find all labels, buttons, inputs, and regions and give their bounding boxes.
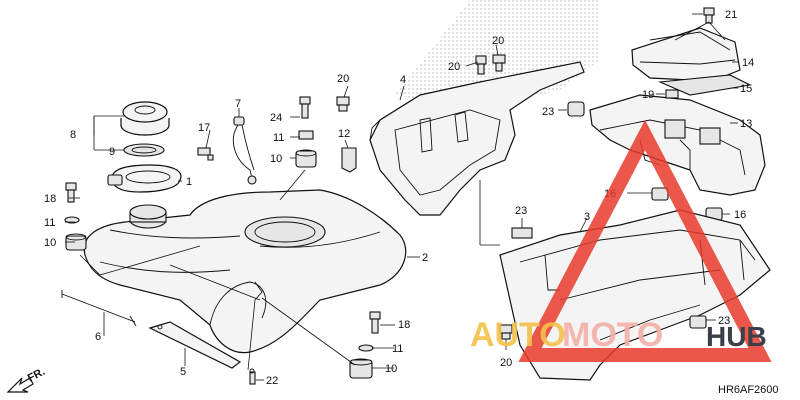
callout-19: 19 bbox=[642, 89, 654, 101]
arrow-icon bbox=[6, 377, 34, 393]
filler-ring[interactable] bbox=[107, 164, 182, 193]
collar-11-lower[interactable] bbox=[358, 344, 374, 352]
bolt-20-left[interactable] bbox=[336, 96, 350, 112]
callout-10-lower: 10 bbox=[385, 363, 397, 375]
callout-14: 14 bbox=[742, 57, 754, 69]
bolt-19[interactable] bbox=[665, 89, 679, 99]
watermark-triangle-icon bbox=[518, 119, 772, 362]
cap-seal[interactable] bbox=[123, 143, 165, 157]
callout-20-b: 20 bbox=[492, 35, 504, 47]
callout-1: 1 bbox=[186, 176, 192, 188]
callout-23-lower: 23 bbox=[718, 315, 730, 327]
grommet-23-top[interactable] bbox=[567, 101, 585, 117]
grommet-16-a[interactable] bbox=[651, 187, 669, 201]
callout-20-lower: 20 bbox=[500, 357, 512, 369]
grommet-23-mid[interactable] bbox=[511, 227, 533, 239]
callout-2: 2 bbox=[422, 252, 428, 264]
collar-11-left[interactable] bbox=[64, 216, 80, 224]
callout-5: 5 bbox=[180, 366, 186, 378]
callout-24: 24 bbox=[270, 112, 282, 124]
leader-lines bbox=[65, 13, 738, 381]
callout-17: 17 bbox=[198, 122, 210, 134]
grommet-10-lower[interactable] bbox=[349, 358, 373, 379]
callout-7: 7 bbox=[235, 98, 241, 110]
grommet-23-lower[interactable] bbox=[689, 315, 707, 329]
grommet-10-left[interactable] bbox=[65, 233, 87, 251]
bolt-20-lower[interactable] bbox=[499, 324, 513, 340]
strap-5[interactable] bbox=[148, 321, 242, 369]
callout-10-left: 10 bbox=[44, 237, 56, 249]
bolt-21[interactable] bbox=[703, 7, 715, 24]
callout-9: 9 bbox=[109, 146, 115, 158]
bolt-24[interactable] bbox=[299, 96, 311, 119]
callout-11-center: 11 bbox=[273, 132, 284, 144]
grommet-10-center[interactable] bbox=[295, 149, 317, 168]
callout-11-left: 11 bbox=[44, 217, 55, 229]
callout-18-lower: 18 bbox=[398, 319, 410, 331]
fuel-tank[interactable] bbox=[83, 189, 407, 354]
callout-22: 22 bbox=[266, 375, 278, 387]
callout-4: 4 bbox=[400, 74, 406, 86]
front-direction-indicator: FR. bbox=[6, 366, 47, 393]
box-13[interactable] bbox=[589, 94, 766, 196]
callout-11-lower: 11 bbox=[392, 343, 403, 355]
watermark-auto: AUTO bbox=[470, 316, 566, 354]
callout-10-center: 10 bbox=[270, 153, 282, 165]
bolt-18-lower[interactable] bbox=[369, 311, 381, 334]
bolt-18-left[interactable] bbox=[65, 182, 77, 203]
bolt-20-b[interactable] bbox=[492, 54, 506, 72]
cover-14[interactable] bbox=[631, 27, 741, 81]
direction-label: FR. bbox=[26, 366, 47, 385]
diagram-code: HR6AF2600 bbox=[718, 384, 779, 396]
collar-11-center[interactable] bbox=[298, 130, 314, 140]
watermark-hub: HUB bbox=[706, 321, 767, 352]
callout-18-left: 18 bbox=[44, 193, 56, 205]
gasket-15[interactable] bbox=[657, 74, 752, 96]
callout-23-mid: 23 bbox=[515, 205, 527, 217]
callout-13: 13 bbox=[740, 118, 752, 130]
callout-15: 15 bbox=[740, 83, 752, 95]
callout-8: 8 bbox=[70, 129, 76, 141]
clip-12[interactable] bbox=[341, 147, 357, 173]
watermark-moto: MOTO bbox=[562, 316, 663, 354]
rod-6[interactable] bbox=[61, 290, 137, 327]
bolt-20-a[interactable] bbox=[475, 55, 487, 75]
callout-16-b: 16 bbox=[734, 209, 746, 221]
bolt-17[interactable] bbox=[197, 147, 214, 161]
callout-20-a: 20 bbox=[448, 61, 460, 73]
callout-3: 3 bbox=[584, 211, 590, 223]
clip-22[interactable] bbox=[249, 368, 256, 385]
watermark: AUTO MOTO HUB bbox=[470, 119, 772, 362]
fuel-cap[interactable] bbox=[120, 101, 170, 136]
callout-6: 6 bbox=[95, 331, 101, 343]
callout-21: 21 bbox=[725, 9, 737, 21]
callout-23-top: 23 bbox=[542, 106, 554, 118]
callout-12: 12 bbox=[338, 128, 350, 140]
sensor-wire[interactable] bbox=[232, 116, 257, 185]
bracket-4[interactable] bbox=[369, 61, 585, 216]
callout-20-left: 20 bbox=[337, 73, 349, 85]
